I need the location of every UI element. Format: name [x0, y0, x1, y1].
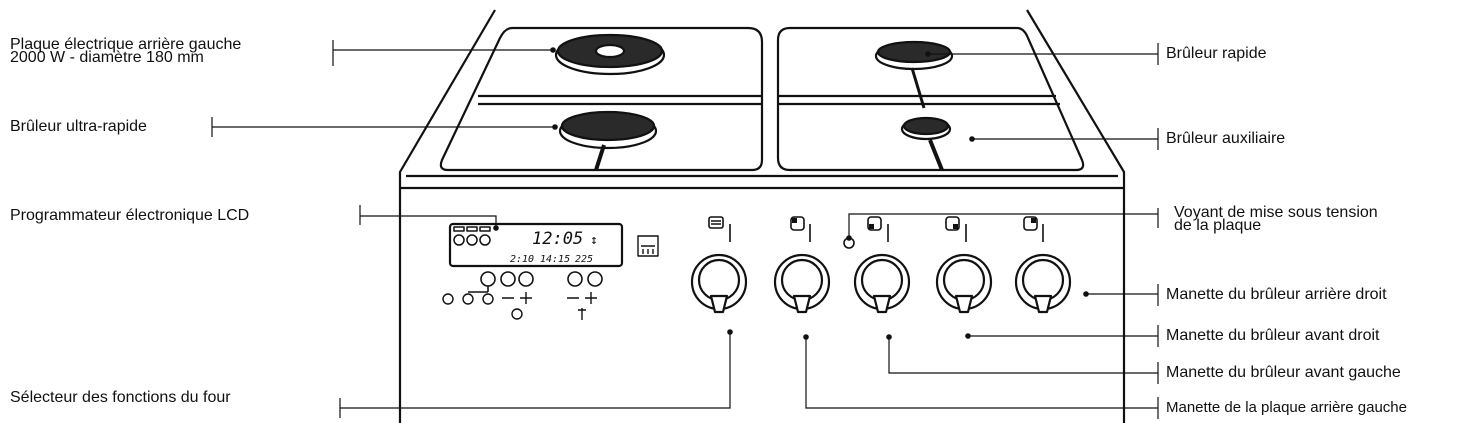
label-ultra-rapid-burner: Brûleur ultra-rapide — [10, 118, 147, 135]
grate-left — [439, 26, 764, 172]
label-power-indicator: Voyant de mise sous tension de la plaque — [1174, 204, 1378, 234]
programmer-buttons — [468, 271, 603, 293]
label-rapid-burner: Brûleur rapide — [1166, 45, 1267, 62]
grate-right — [776, 26, 1085, 172]
burner-front-right-symbol-icon — [945, 216, 967, 242]
label-power-indicator-line1: Voyant de mise sous tension — [1174, 204, 1378, 221]
control-knobs — [690, 253, 1072, 314]
rear-left-electric-plate — [554, 33, 666, 76]
cooker-body — [398, 188, 1126, 423]
lcd-programmer — [448, 222, 624, 268]
temperature-symbol-icon — [578, 308, 586, 320]
clock-symbol-icon — [511, 308, 523, 320]
programmer-button-symbols — [442, 292, 597, 320]
burner-rear-right-symbol-icon — [1023, 216, 1044, 242]
timer-symbol-icon — [482, 293, 494, 305]
label-oven-function-selector: Sélecteur des fonctions du four — [10, 389, 231, 406]
oven-light-icon — [637, 235, 659, 257]
cooktop — [398, 9, 1126, 190]
plate-rear-left-symbol-icon — [790, 216, 811, 242]
timer-symbol-icon — [462, 293, 474, 305]
label-rear-left-plate-line2: 2000 W - diamètre 180 mm — [10, 49, 204, 66]
oven-function-symbol-icon — [708, 216, 731, 242]
knob-plate-rear-left — [773, 253, 831, 314]
knob-burner-rear-right — [1014, 253, 1072, 314]
burner-front-left-symbol-icon — [867, 216, 889, 242]
lcd-readout: 12:05 ↕ 2:10 14:15 225 — [510, 229, 598, 265]
knob-oven-function — [690, 253, 748, 314]
label-rear-left-plate-line1: Plaque électrique arrière gauche — [10, 36, 242, 53]
knob-burner-front-right — [935, 253, 993, 314]
auxiliary-burner — [900, 116, 952, 171]
label-knob-front-right: Manette du brûleur avant droit — [1166, 327, 1380, 344]
rapid-burner — [874, 40, 954, 109]
label-lcd-programmer: Programmateur électronique LCD — [10, 207, 250, 224]
knob-burner-front-left — [853, 253, 911, 314]
label-knob-rear-right: Manette du brûleur arrière droit — [1166, 286, 1387, 303]
label-power-indicator-line2: de la plaque — [1174, 217, 1262, 234]
lcd-clock: 12:05 — [532, 229, 583, 249]
label-knob-rear-left-plate: Manette de la plaque arrière gauche — [1166, 399, 1407, 416]
label-knob-front-left: Manette du brûleur avant gauche — [1166, 364, 1401, 381]
timer-symbol-icon — [442, 293, 454, 305]
leader-lines — [211, 40, 1159, 419]
label-auxiliary-burner: Brûleur auxiliaire — [1166, 130, 1286, 147]
lcd-row2-a: 2:10 — [510, 254, 534, 265]
lcd-clock-mark: ↕ — [590, 233, 598, 248]
lcd-row2-b: 14:15 — [540, 254, 570, 265]
lcd-row2-c: 225 — [575, 254, 593, 265]
minus-plus-icon — [567, 292, 597, 304]
minus-plus-icon — [502, 292, 532, 304]
label-rear-left-plate: Plaque électrique arrière gauche 2000 W … — [10, 36, 242, 66]
ultra-rapid-burner — [558, 110, 658, 171]
